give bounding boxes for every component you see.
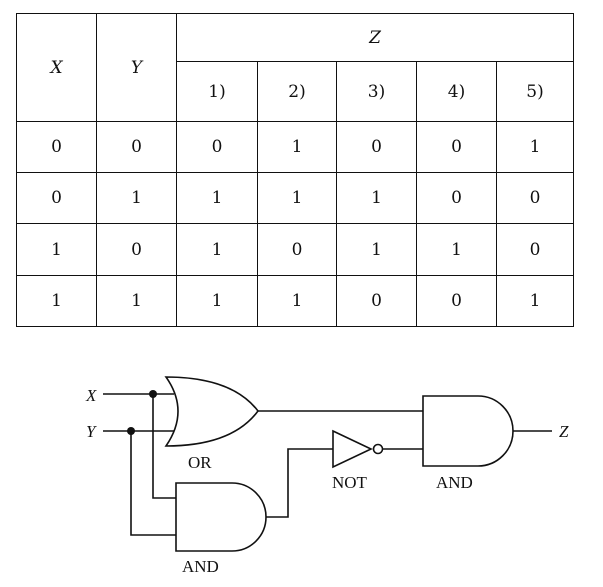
cell: 1 [16,223,97,276]
cell: 1 [176,275,258,327]
and-gate-lower-label: AND [182,557,219,576]
cell: 1 [496,275,574,327]
table-header-row: X Y Z [16,13,574,122]
table-row: 1 1 1 1 0 0 1 [16,275,574,327]
header-z: Z [176,13,574,62]
not-gate-label: NOT [332,473,368,492]
cell: 0 [96,121,177,173]
table-row: 1 0 1 0 1 1 0 [16,223,574,276]
and-gate-output [422,395,514,467]
header-y: Y [96,13,177,122]
cell: 1 [257,275,337,327]
cell: 1 [336,172,417,224]
cell: 0 [496,223,574,276]
cell: 0 [16,121,97,173]
cell: 1 [96,172,177,224]
cell: 1 [176,172,258,224]
wire-x-to-and [152,394,176,499]
wire-and-to-not [266,448,333,518]
input-y-label: Y [86,422,97,441]
cell: 1 [336,223,417,276]
and-gate-lower [175,482,267,552]
cell: 0 [16,172,97,224]
option-2: 2) [257,61,337,122]
cell: 0 [96,223,177,276]
option-3: 3) [336,61,417,122]
output-z-label: Z [559,422,569,441]
logic-circuit-diagram: X Y OR AND NOT AND Z [85,376,569,576]
cell: 1 [257,121,337,173]
cell: 1 [496,121,574,173]
cell: 0 [336,121,417,173]
and-gate-output-label: AND [436,473,473,492]
cell: 0 [416,172,497,224]
cell: 0 [416,121,497,173]
cell: 0 [496,172,574,224]
cell: 0 [257,223,337,276]
cell: 1 [176,223,258,276]
option-5: 5) [496,61,574,122]
wire-y-to-and [130,431,176,536]
or-gate [164,376,260,447]
table-options-row: 1) 2) 3) 4) 5) [17,61,574,122]
input-x-label: X [85,386,97,405]
or-gate-label: OR [188,453,212,472]
cell: 0 [416,275,497,327]
cell: 1 [96,275,177,327]
cell: 0 [336,275,417,327]
cell: 1 [16,275,97,327]
truth-table: X Y Z 1) 2) 3) 4) 5) 0 0 0 1 0 0 1 0 1 1… [16,13,574,327]
table-row: 0 0 0 1 0 0 1 [16,121,574,173]
cell: 0 [176,121,258,173]
option-4: 4) [416,61,497,122]
option-1: 1) [176,61,258,122]
table-row: 0 1 1 1 1 0 0 [16,172,574,224]
cell: 1 [257,172,337,224]
cell: 1 [416,223,497,276]
not-gate-bubble [372,443,384,455]
not-gate [332,429,373,469]
header-x: X [16,13,97,122]
